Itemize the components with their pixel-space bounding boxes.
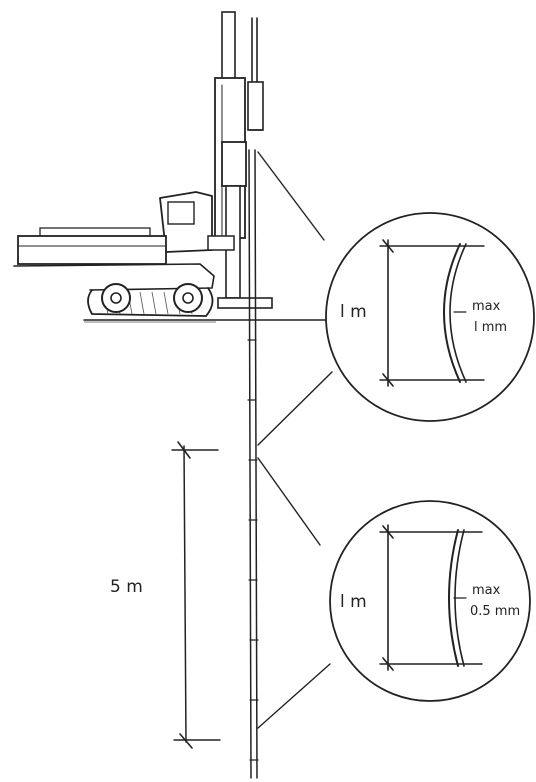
rig-carrier [13, 191, 273, 317]
detail2-tolerance-line2: 0.5 mm [470, 604, 520, 619]
drill-string [247, 149, 259, 779]
detail2-tolerance-line1: max [472, 583, 501, 598]
detail-circle-1: l m max l mm [257, 151, 535, 446]
total-length-dimension: 5 m [110, 441, 221, 749]
detail1-tolerance-line2: l mm [474, 320, 507, 335]
total-length-label: 5 m [110, 577, 143, 597]
detail1-tolerance-line1: max [472, 299, 501, 314]
rig-mast [214, 11, 264, 299]
detail2-segment-label: l m [340, 592, 367, 612]
detail-circle-2: l m max 0.5 mm [257, 457, 531, 729]
detail1-segment-label: l m [340, 302, 367, 322]
